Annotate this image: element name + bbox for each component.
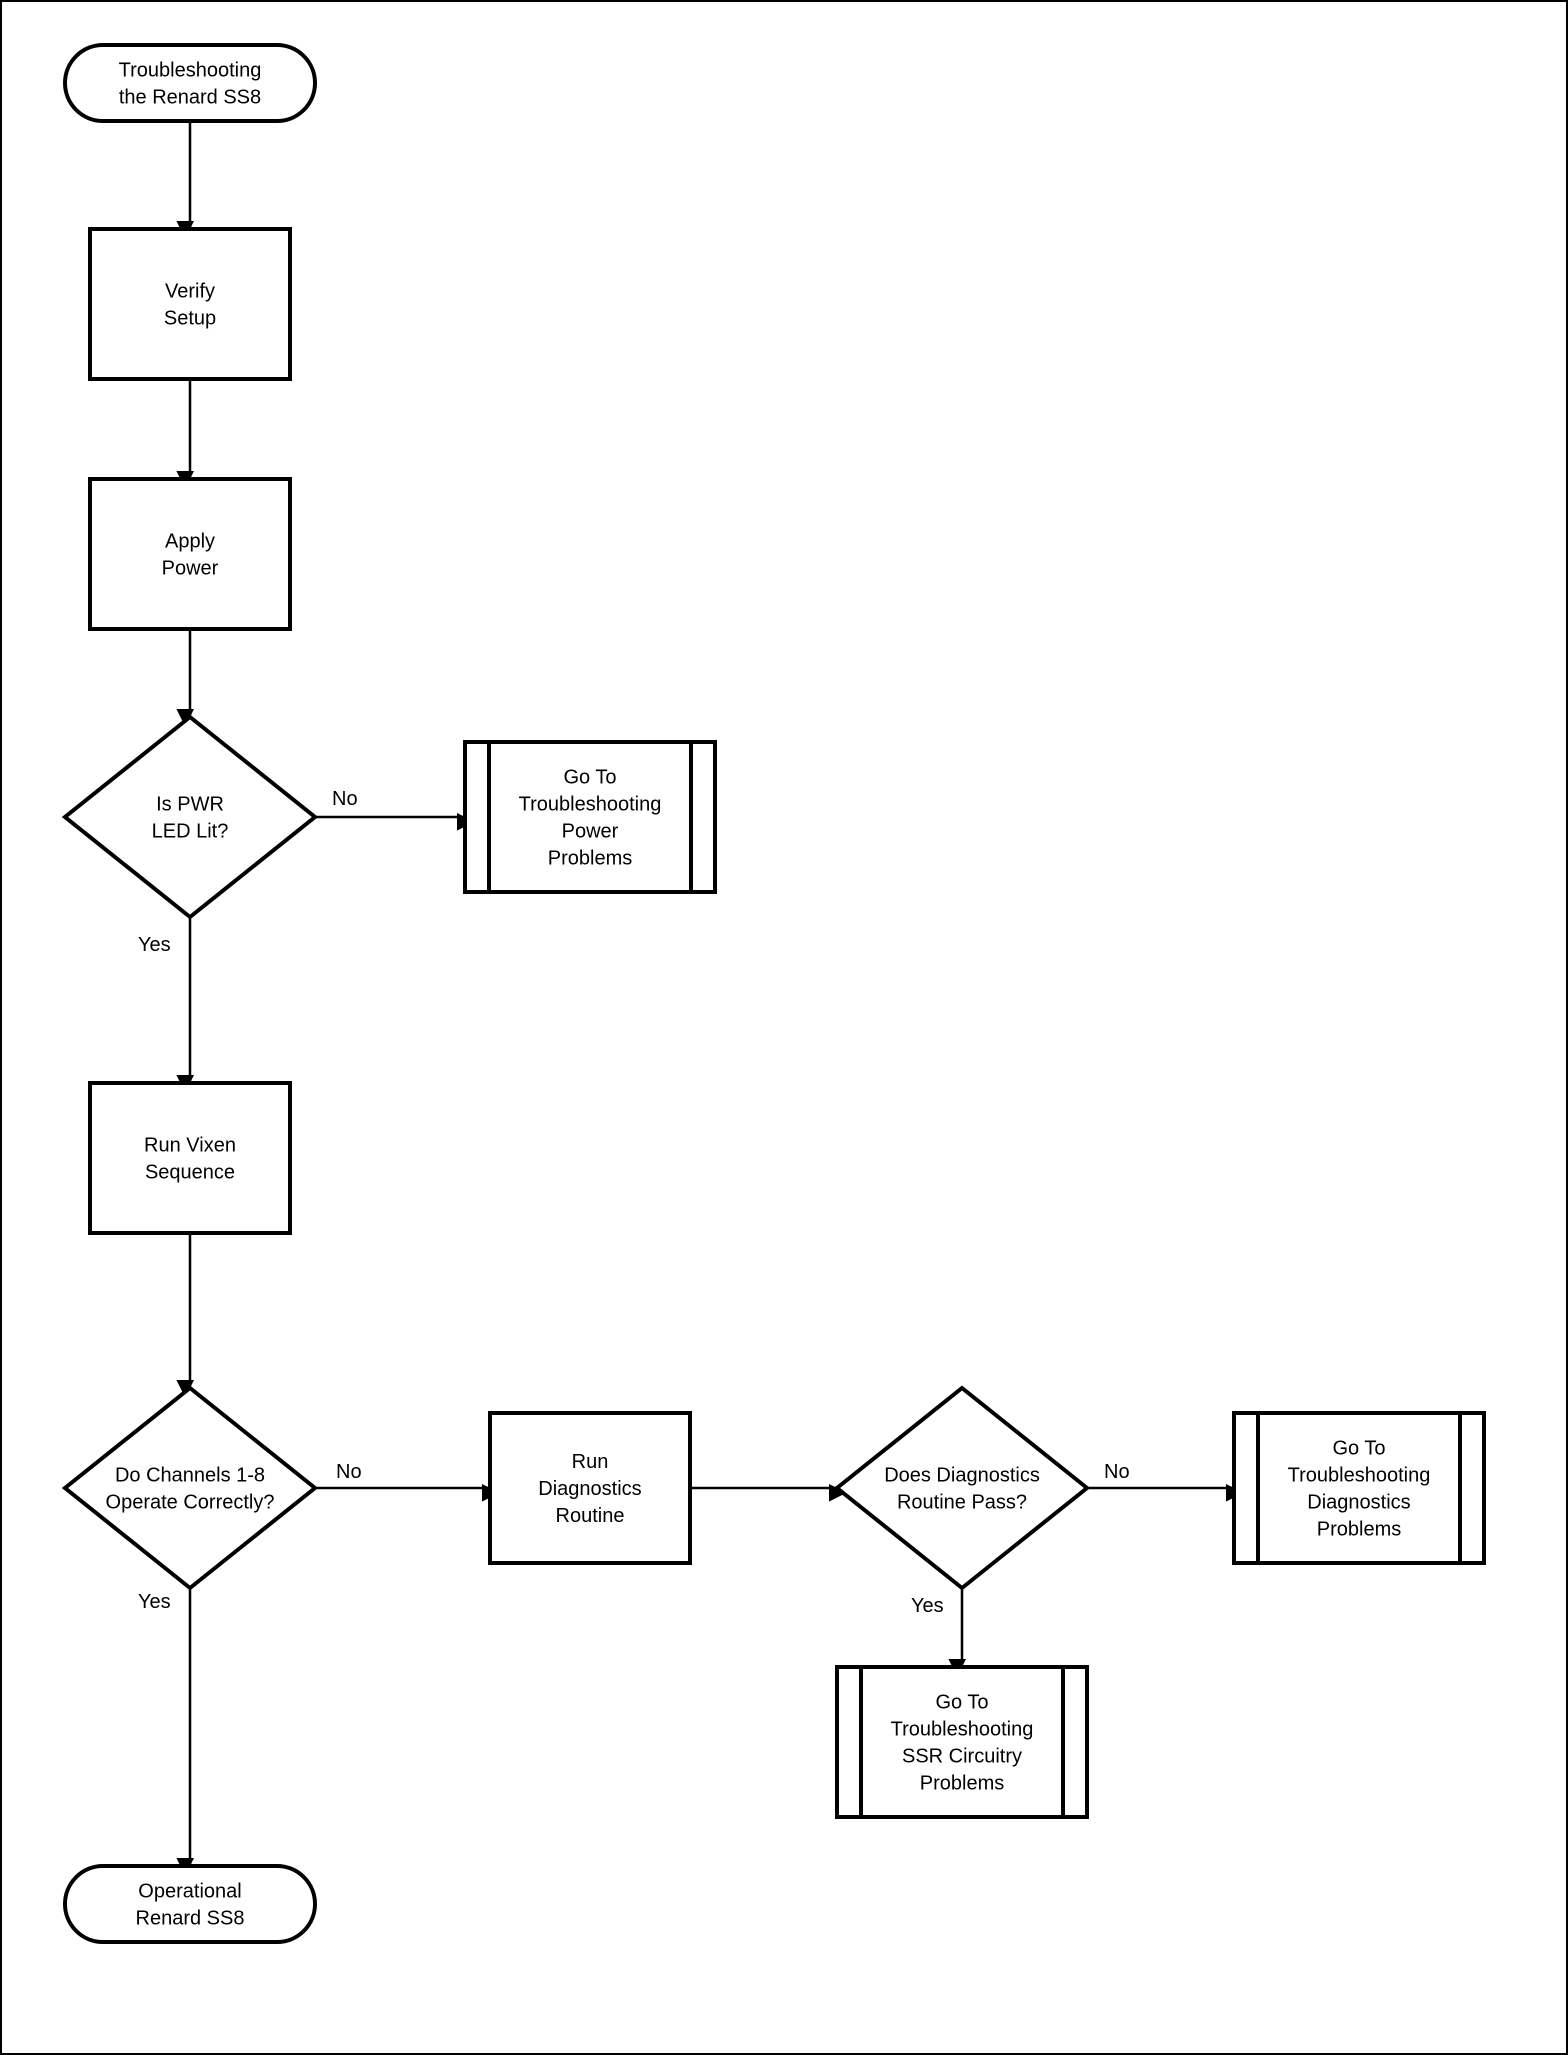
decision-diamond [61, 1385, 319, 1591]
decision-diamond [833, 1385, 1091, 1591]
decision-diamond [61, 714, 319, 920]
node-text-line: Run [572, 1451, 609, 1473]
node-text-line: Troubleshooting [891, 1719, 1034, 1741]
node-text-line: Diagnostics [538, 1478, 641, 1500]
subprocess-box [1232, 1411, 1486, 1565]
node-text-line: Go To [1333, 1438, 1386, 1460]
process-box [88, 227, 292, 381]
process-box [488, 1411, 692, 1565]
node-start: Troubleshooting the Renard SS8 [63, 43, 317, 123]
node-text-line: SSR Circuitry [902, 1746, 1022, 1768]
edge-label-yes: Yes [911, 1595, 944, 1617]
node-text-line: Setup [164, 308, 216, 330]
nodes-layer: Troubleshooting the Renard SS8VerifySetup… [61, 43, 1486, 1944]
node-text-line: Problems [1317, 1519, 1401, 1541]
edge-label-no: No [1104, 1461, 1130, 1483]
node-text-line: Do Channels 1-8 [115, 1465, 265, 1487]
node-text-line: Apply [165, 531, 215, 553]
subprocess-box [463, 740, 717, 894]
node-text-line: Problems [920, 1773, 1004, 1795]
node-text-line: Run Vixen [144, 1135, 236, 1157]
node-text-line: Is PWR [156, 794, 224, 816]
node-text-line: Diagnostics [1307, 1492, 1410, 1514]
edge-label-no: No [336, 1461, 362, 1483]
node-text-line: Operational [138, 1881, 241, 1903]
node-text-line: Does Diagnostics [884, 1465, 1040, 1487]
node-text-line: Operate Correctly? [106, 1492, 275, 1514]
process-box [88, 477, 292, 631]
node-pwr-led: Is PWR LED Lit? [61, 714, 319, 920]
node-text-line: Power [162, 558, 219, 580]
subprocess-box [835, 1665, 1089, 1819]
node-text-line: Renard SS8 [136, 1908, 245, 1930]
edge-label-yes: Yes [138, 934, 171, 956]
node-text-line: Routine [556, 1505, 625, 1527]
node-text-line: Troubleshooting [119, 60, 262, 82]
node-text-line: Go To [936, 1692, 989, 1714]
node-text-line: LED Lit? [152, 821, 229, 843]
node-text-line: the Renard SS8 [119, 87, 261, 109]
node-text-line: Verify [165, 281, 215, 303]
node-text-line: Troubleshooting [1288, 1465, 1431, 1487]
terminator-shape [63, 1864, 317, 1944]
terminator-shape [63, 43, 317, 123]
edge-label-yes: Yes [138, 1591, 171, 1613]
node-text-line: Problems [548, 848, 632, 870]
node-text-line: Go To [564, 767, 617, 789]
process-box [88, 1081, 292, 1235]
edge-label-no: No [332, 788, 358, 810]
node-text-line: Routine Pass? [897, 1492, 1027, 1514]
node-text-line: Sequence [145, 1162, 235, 1184]
node-text-line: Troubleshooting [519, 794, 662, 816]
node-text-line: Power [562, 821, 619, 843]
